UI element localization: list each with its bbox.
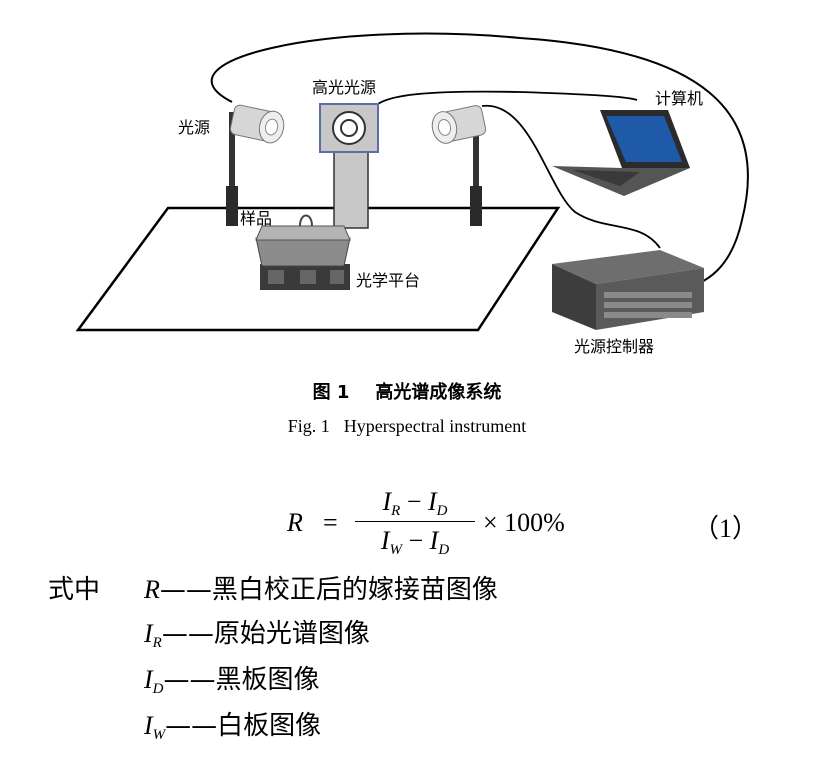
label-sample: 样品 [240,209,272,228]
light-controller-box [552,250,704,330]
label-computer: 计算机 [655,89,703,108]
system-diagram: 光源 高光光源 计算机 样品 光学平台 光源控制器 [75,32,749,356]
numerator: IR − ID [382,487,448,519]
label-hyperspectral-source: 高光光源 [312,78,376,97]
cable-top-loop [210,32,749,293]
equation-lhs: R [287,508,303,537]
label-optical-platform: 光学平台 [356,271,420,290]
figure-title-cn: 高光谱成像系统 [375,382,502,403]
equation-number: （1） [693,514,759,543]
cable-source-to-computer [377,90,638,105]
right-light-source [431,105,487,226]
cable-computer-to-controller [481,105,661,249]
fraction-bar [355,521,475,522]
optical-platform [255,214,351,290]
scale-factor: × 100% [483,508,565,537]
legend-row: IW——白板图像 [144,711,322,743]
figure-number-en: Fig. 1 [287,416,330,436]
fraction: IR − ID IW − ID [355,484,475,559]
legend-row: ID——黑板图像 [144,665,320,697]
label-light-source: 光源 [178,118,210,137]
label-light-controller: 光源控制器 [574,337,654,356]
legend-intro: 式中 [48,575,101,604]
figure-caption-english: Fig. 1 Hyperspectral instrument [0,416,814,437]
denominator: IW − ID [380,526,450,558]
hyperspectral-camera [319,103,379,229]
equals-sign: = [323,508,338,537]
legend-row: IR——原始光谱图像 [144,619,370,651]
computer-laptop [552,110,690,196]
figure-title-en: Hyperspectral instrument [343,416,527,436]
table-outline [75,206,561,332]
figure-number-cn: 图 1 [312,382,350,403]
left-light-source [226,104,285,226]
figure-caption-chinese: 图 1 高光谱成像系统 [0,378,814,404]
